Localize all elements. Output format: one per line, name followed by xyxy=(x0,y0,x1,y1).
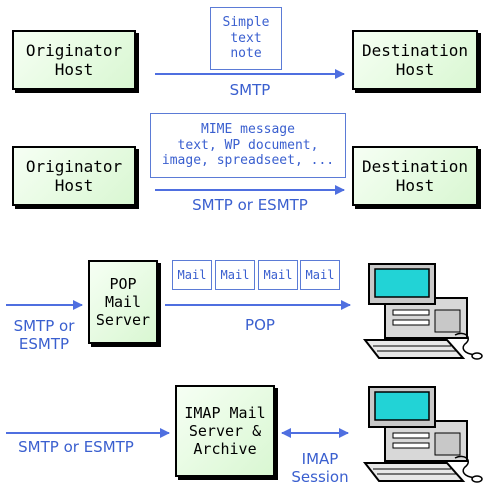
computer-icon xyxy=(362,386,483,483)
simple-text-note: Simple text note xyxy=(210,7,282,70)
destination-host-box-2: Destination Host xyxy=(352,146,478,206)
imap-session-label: IMAP Session xyxy=(291,450,349,486)
originator-host-label-2: Originator Host xyxy=(25,156,123,195)
smtp-label: SMTP xyxy=(229,81,271,99)
imap-incoming-label: SMTP or ESMTP xyxy=(18,438,134,456)
mail-item-2: Mail xyxy=(215,260,255,290)
pop-label: POP xyxy=(245,316,275,334)
originator-host-label-1: Originator Host xyxy=(25,40,123,79)
pop-mail-server-box: POP Mail Server xyxy=(88,260,158,344)
mail-item-1: Mail xyxy=(172,260,212,290)
smtp-or-esmtp-label: SMTP or ESMTP xyxy=(192,196,308,214)
mail-item-3: Mail xyxy=(258,260,298,290)
destination-host-label-1: Destination Host xyxy=(362,40,468,79)
destination-host-label-2: Destination Host xyxy=(362,156,468,195)
pop-mail-server-label: POP Mail Server xyxy=(95,275,151,329)
imap-mail-server-label: IMAP Mail Server & Archive xyxy=(184,404,266,458)
mime-message-note: MIME message text, WP document, image, s… xyxy=(150,113,346,178)
destination-host-box-1: Destination Host xyxy=(352,30,478,90)
originator-host-box-1: Originator Host xyxy=(12,30,136,90)
originator-host-box-2: Originator Host xyxy=(12,146,136,206)
computer-icon xyxy=(362,263,483,360)
pop-incoming-label: SMTP or ESMTP xyxy=(13,317,75,353)
imap-mail-server-box: IMAP Mail Server & Archive xyxy=(175,385,275,477)
mail-item-4: Mail xyxy=(300,260,340,290)
